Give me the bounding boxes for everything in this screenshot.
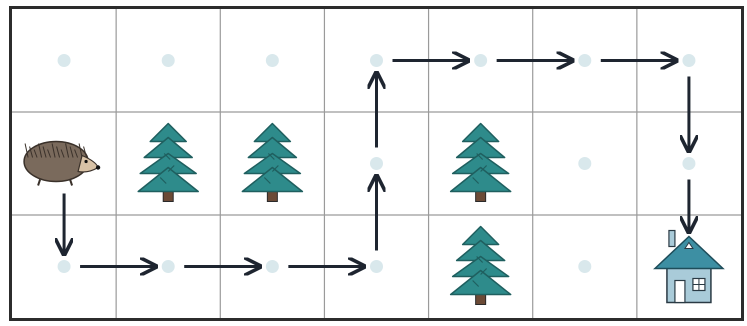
tree-icon bbox=[449, 122, 512, 202]
board-canvas bbox=[12, 9, 741, 318]
game-board bbox=[9, 6, 744, 321]
path-dot bbox=[682, 54, 696, 67]
path-dot bbox=[578, 260, 592, 273]
path-dot bbox=[57, 54, 71, 67]
tree-icon bbox=[241, 122, 304, 202]
house-icon bbox=[653, 229, 725, 304]
path-dot bbox=[57, 260, 71, 273]
path-dot bbox=[161, 54, 175, 67]
tree-icon bbox=[449, 225, 512, 305]
path-dot bbox=[370, 54, 383, 67]
path-dot bbox=[578, 157, 592, 170]
path-dot bbox=[578, 54, 592, 67]
path-dot bbox=[682, 157, 696, 170]
path-dot bbox=[474, 54, 488, 67]
tree-icon bbox=[137, 122, 199, 202]
path-dot bbox=[265, 260, 279, 273]
path-dot bbox=[161, 260, 175, 273]
path-dot bbox=[370, 260, 383, 273]
path-dot bbox=[265, 54, 279, 67]
path-dot bbox=[370, 157, 383, 170]
hedgehog-icon bbox=[23, 140, 101, 186]
